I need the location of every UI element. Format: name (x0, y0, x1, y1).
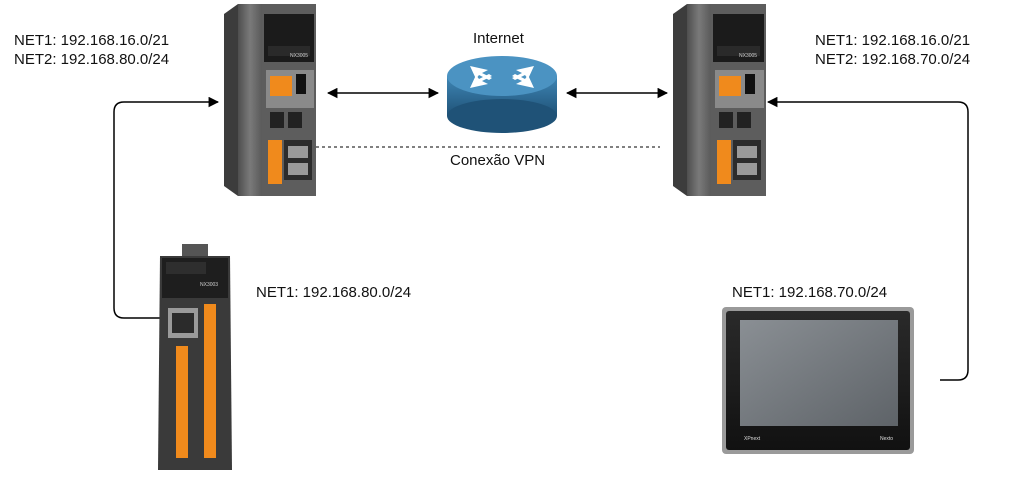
left-controller-net1-label: NET1: 192.168.16.0/21 (14, 32, 170, 49)
hmi-device: XPnext Nexto (722, 307, 914, 454)
io-module-device: NX3003 (158, 244, 232, 470)
left-controller-net2-label: NET2: 192.168.80.0/24 (14, 51, 170, 68)
hmi-to-right-controller-link (766, 96, 969, 381)
left-controller-model: NX3005 (290, 53, 308, 59)
io-module-net1-label: NET1: 192.168.80.0/24 (256, 284, 412, 301)
io-to-left-controller-link (113, 96, 220, 319)
right-controller-net2-label: NET2: 192.168.70.0/24 (815, 51, 971, 68)
internet-label: Internet (473, 30, 524, 47)
left-controller-device: NX3005 (224, 4, 316, 196)
hmi-brand-left: XPnext (744, 436, 761, 442)
io-module-model: NX3003 (200, 282, 218, 288)
right-controller-model: NX3005 (739, 53, 757, 59)
vpn-label: Conexão VPN (450, 152, 546, 169)
hmi-brand-right: Nexto (880, 436, 893, 442)
right-controller-device: NX3005 (673, 4, 766, 196)
router-icon (447, 56, 557, 133)
hmi-net1-label: NET1: 192.168.70.0/24 (732, 284, 888, 301)
right-controller-net1-label: NET1: 192.168.16.0/21 (815, 32, 971, 49)
